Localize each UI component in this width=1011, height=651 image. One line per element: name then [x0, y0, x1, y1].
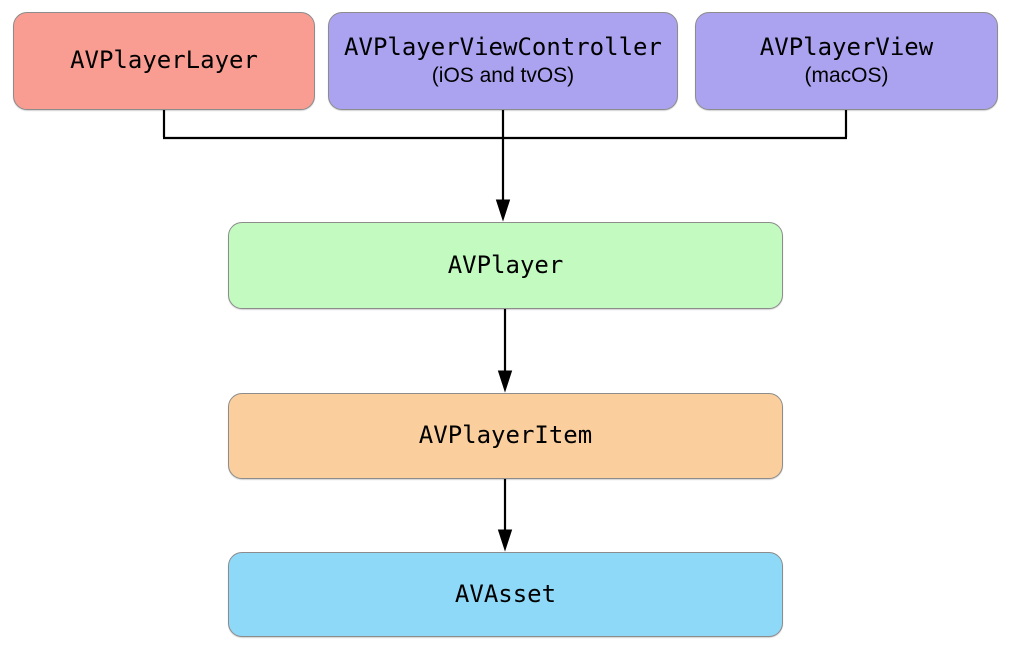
node-avplayerlayer: AVPlayerLayer — [13, 12, 315, 110]
node-avplayeritem: AVPlayerItem — [228, 393, 783, 479]
node-avplayerview: AVPlayerView (macOS) — [695, 12, 998, 110]
node-avplayerviewcontroller: AVPlayerViewController (iOS and tvOS) — [328, 12, 678, 110]
node-avplayerviewcontroller-sublabel: (iOS and tvOS) — [431, 64, 575, 88]
node-avplayerview-sublabel: (macOS) — [804, 64, 889, 88]
node-avasset: AVAsset — [228, 552, 783, 637]
node-avplayerviewcontroller-label: AVPlayerViewController — [344, 32, 662, 61]
node-avasset-label: AVAsset — [454, 579, 557, 608]
node-avplayerview-label: AVPlayerView — [759, 32, 934, 61]
node-avplayeritem-label: AVPlayerItem — [418, 421, 593, 450]
arrowhead-to-avasset — [497, 529, 513, 552]
node-avplayer-label: AVPlayer — [447, 250, 564, 279]
arrowhead-to-avplayeritem — [497, 370, 513, 393]
node-avplayer: AVPlayer — [228, 222, 783, 309]
arrowhead-to-avplayer — [495, 199, 511, 222]
node-avplayerlayer-label: AVPlayerLayer — [70, 46, 258, 75]
